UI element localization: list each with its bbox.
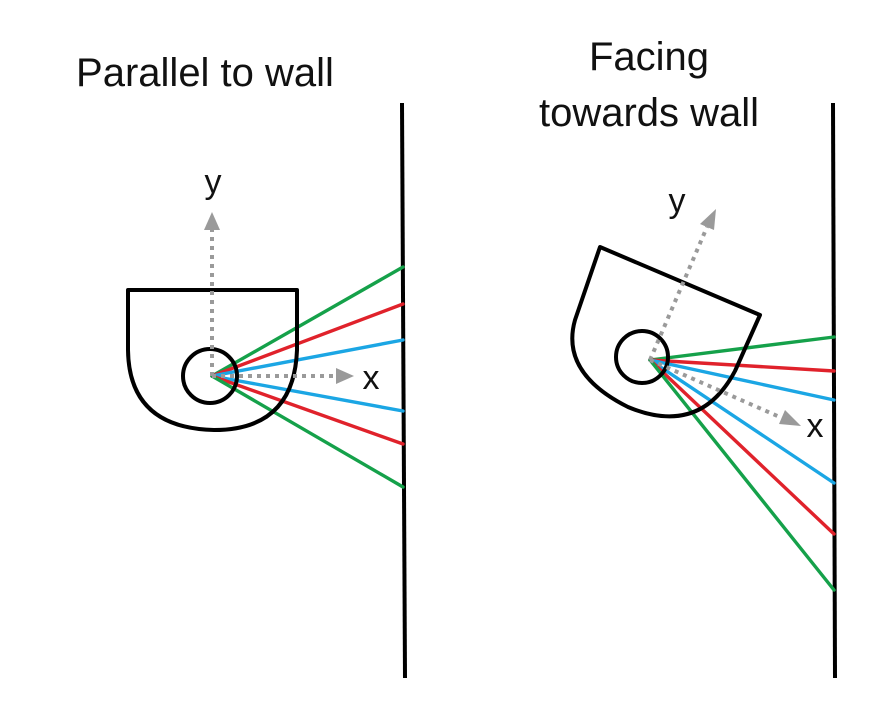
panel-title-facing-line2: towards wall (539, 91, 759, 135)
ray-green-lower (210, 374, 405, 489)
ray-blue-lower (210, 374, 405, 413)
ray-blue-lower (648, 358, 836, 485)
robot-body-left (126, 288, 299, 432)
panel-parallel: Parallel to wall y x (76, 51, 407, 679)
x-axis-label-right: x (807, 407, 824, 445)
wall-left (400, 102, 407, 679)
ray-blue-upper (210, 338, 405, 378)
sensor-circle-right (614, 329, 670, 385)
panel-title-parallel: Parallel to wall (76, 51, 334, 95)
ray-green-lower (648, 358, 836, 592)
panel-title-facing-line1: Facing (589, 35, 709, 79)
ray-red-upper (648, 358, 836, 373)
ray-green-upper (210, 265, 405, 378)
ray-red-lower (210, 374, 405, 446)
sensor-rays-left (210, 265, 405, 489)
y-axis-right (648, 226, 709, 361)
x-axis-label-left: x (363, 359, 380, 397)
wall-right (831, 102, 837, 679)
ray-green-upper (648, 335, 836, 362)
x-axis-right (649, 358, 783, 420)
y-axis-label-left: y (205, 163, 222, 201)
y-axis-arrow-right (700, 209, 716, 230)
ray-blue-upper (648, 358, 836, 402)
panel-facing: Facing towards wall y x (539, 35, 837, 679)
y-axis-label-right: y (669, 182, 686, 220)
y-axis-arrow-left (204, 212, 220, 230)
ray-red-upper (210, 302, 405, 378)
ray-red-lower (648, 358, 836, 536)
x-axis-arrow-left (336, 368, 354, 384)
x-axis-arrow-right (779, 410, 801, 426)
robot-body-right (570, 245, 762, 419)
sensor-rays-right (648, 335, 836, 592)
